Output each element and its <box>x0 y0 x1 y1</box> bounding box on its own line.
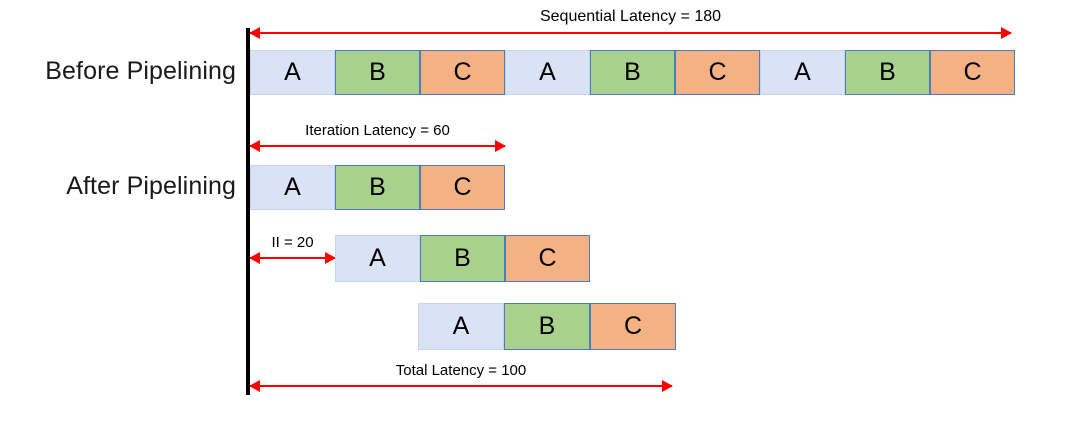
stage-block-b: B <box>420 235 505 282</box>
initiation-interval-label: II = 20 <box>271 233 314 251</box>
stage-block-a: A <box>335 235 420 282</box>
sequential-latency-label: Sequential Latency = 180 <box>539 8 722 26</box>
arrow-head-right-icon <box>662 380 673 392</box>
initiation-interval-line <box>250 257 335 259</box>
row-label-after-pipelining: After Pipelining <box>66 172 236 200</box>
stage-block-a: A <box>418 303 504 350</box>
time-origin-axis <box>246 28 250 395</box>
arrow-head-right-icon <box>495 140 506 152</box>
stage-block-c: C <box>420 50 505 95</box>
stage-block-c: C <box>675 50 760 95</box>
stage-block-a: A <box>505 50 590 95</box>
stage-block-c: C <box>505 235 590 282</box>
total-latency-line <box>250 385 672 387</box>
stage-block-a: A <box>250 165 335 210</box>
stage-block-c: C <box>420 165 505 210</box>
total-latency-label: Total Latency = 100 <box>395 361 527 379</box>
arrow-head-left-icon <box>249 380 260 392</box>
arrow-head-left-icon <box>249 140 260 152</box>
stage-block-b: B <box>335 165 420 210</box>
arrow-head-left-icon <box>249 27 260 39</box>
arrow-head-right-icon <box>1001 27 1012 39</box>
stage-block-a: A <box>760 50 845 95</box>
arrow-head-right-icon <box>325 252 336 264</box>
stage-block-b: B <box>590 50 675 95</box>
stage-block-c: C <box>590 303 676 350</box>
stage-block-b: B <box>335 50 420 95</box>
stage-block-c: C <box>930 50 1015 95</box>
arrow-head-left-icon <box>249 252 260 264</box>
row-label-before-pipelining: Before Pipelining <box>45 57 236 85</box>
iteration-latency-label: Iteration Latency = 60 <box>305 121 450 139</box>
sequential-latency-line <box>250 32 1011 34</box>
stage-block-b: B <box>845 50 930 95</box>
stage-block-b: B <box>504 303 590 350</box>
stage-block-a: A <box>250 50 335 95</box>
iteration-latency-line <box>250 145 505 147</box>
